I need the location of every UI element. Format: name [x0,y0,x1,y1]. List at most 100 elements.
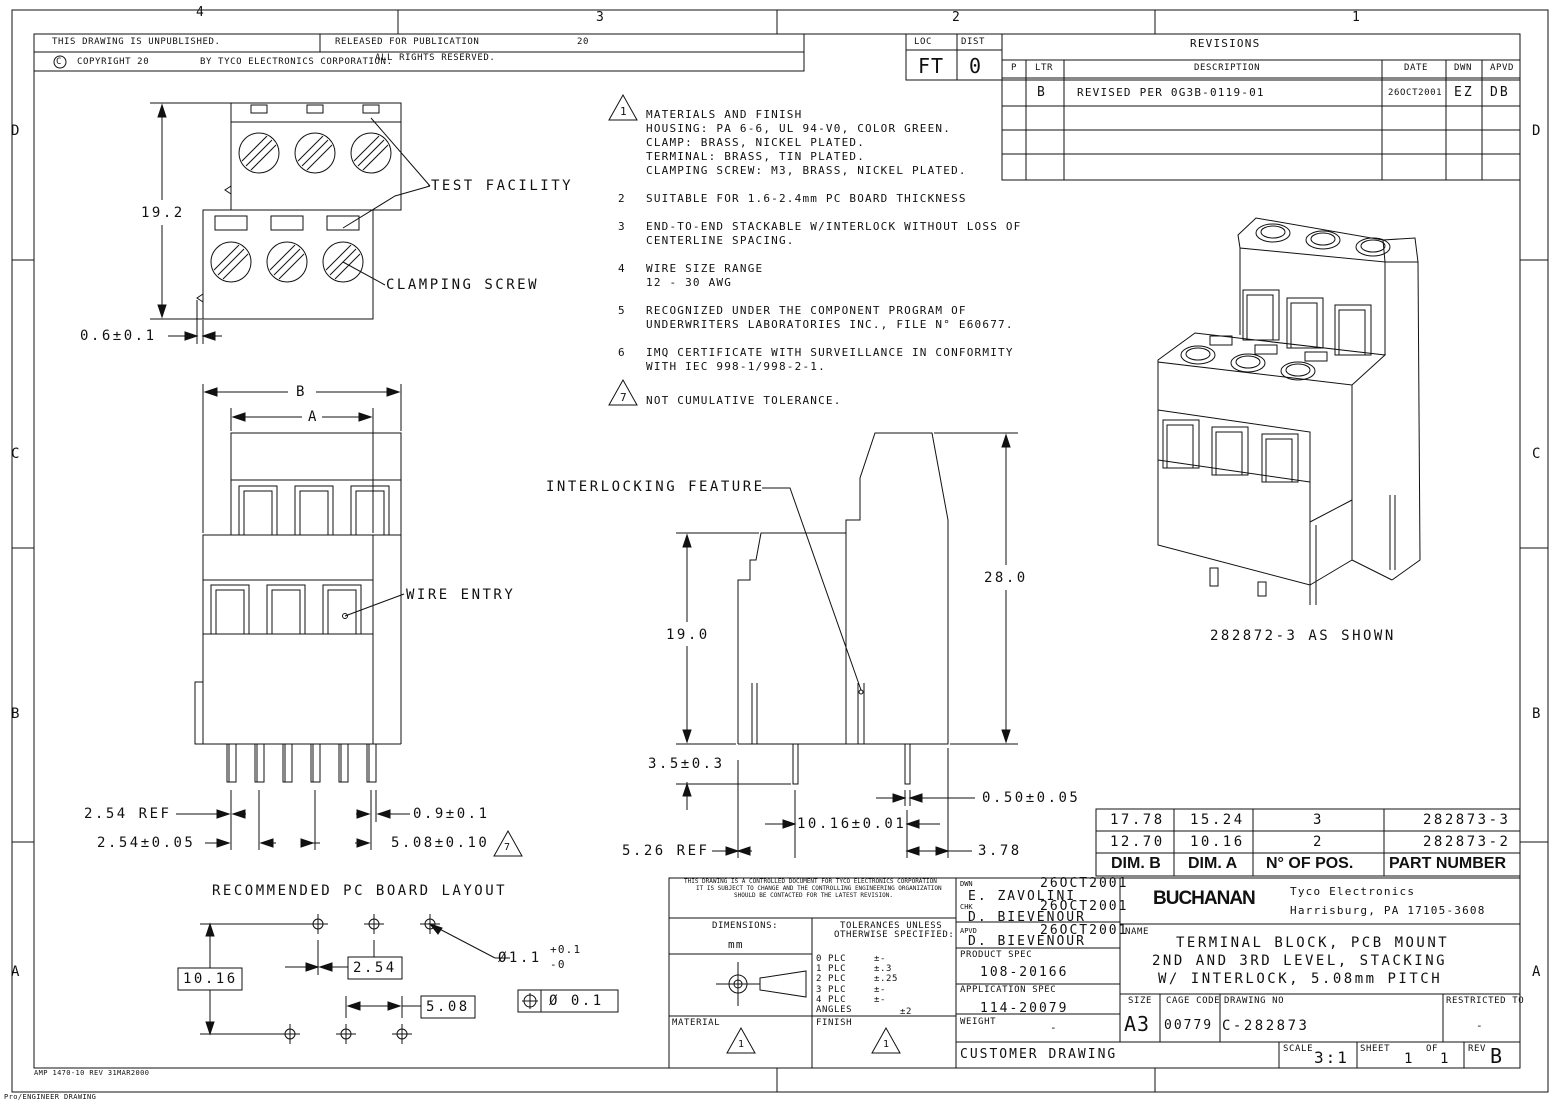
weight-label: WEIGHT [960,1017,997,1027]
pc-layout-title: RECOMMENDED PC BOARD LAYOUT [212,883,508,899]
row-3-part-number: 282873-3 [1423,812,1511,828]
zone-2: 2 [952,10,962,25]
drawing-no-label: DRAWING NO [1224,996,1285,1006]
header-dim-a: DIM. A [1188,855,1238,872]
row-2-positions: 2 [1313,834,1324,850]
tol-0-plc: 0 PLC [816,954,847,964]
zone-a-left: A [11,964,22,980]
control-note-2: IT IS SUBJECT TO CHANGE AND THE CONTROLL… [696,885,942,892]
tol-3-plc: 3 PLC [816,985,847,995]
zone-1: 1 [1352,10,1362,25]
revisions-title: REVISIONS [1190,37,1261,50]
rev-description: REVISED PER 0G3B-0119-01 [1077,86,1265,99]
dim-b-label: B [296,384,307,400]
test-facility-label: TEST FACILITY [431,178,574,194]
restricted-label: RESTRICTED TO [1446,996,1525,1006]
header-dim-b: DIM. B [1111,855,1161,872]
note-1-line-4: TERMINAL: BRASS, TIN PLATED. [646,150,866,163]
rights-note: ALL RIGHTS RESERVED. [375,53,496,63]
rev-col-dwn: DWN [1454,63,1473,73]
dimensions-unit: mm [728,938,744,951]
interlocking-feature-label: INTERLOCKING FEATURE [546,479,765,495]
tol-4-val: ±- [874,995,887,1005]
note-2-number: 2 [618,192,626,205]
dim-3-5: 3.5±0.3 [648,756,725,772]
wire-entry-label: WIRE ENTRY [406,587,516,603]
copyright-note: COPYRIGHT 20 [77,57,150,67]
dim-10-16: 10.16±0.01 [797,816,907,832]
rev-ltr: B [1037,85,1047,100]
tol-4-plc: 4 PLC [816,995,847,1005]
dist-label: DIST [961,37,986,47]
row-2-part-number: 282873-2 [1423,834,1511,850]
note-1-line-5: CLAMPING SCREW: M3, BRASS, NICKEL PLATED… [646,164,967,177]
header-positions: N° OF POS. [1266,855,1354,872]
tolerances-label-1: TOLERANCES UNLESS [840,921,943,931]
application-spec: 114-20079 [980,1001,1069,1016]
of-value: 1 [1440,1051,1451,1067]
dim-a-label: A [308,409,319,425]
cage-code: 00779 [1164,1018,1214,1033]
chk-label: CHK [960,903,973,911]
tol-2-val: ±.25 [874,974,899,984]
note-5-number: 5 [618,304,626,317]
note-7-line-1: NOT CUMULATIVE TOLERANCE. [646,394,842,407]
of-label: OF [1426,1044,1439,1054]
note-5-line-1: RECOGNIZED UNDER THE COMPONENT PROGRAM O… [646,304,967,317]
dwn-label: DWN [960,880,973,888]
form-number: AMP 1470-10 REV 31MAR2000 [34,1069,150,1077]
zone-a-right: A [1532,964,1543,980]
sheet-label: SHEET [1360,1044,1391,1054]
note-7-flag: 7 [504,842,512,853]
tol-0-val: ±- [874,954,887,964]
clamping-screw-label: CLAMPING SCREW [386,277,540,293]
dim-28-0: 28.0 [984,570,1028,586]
note-1-line-1: MATERIALS AND FINISH [646,108,803,121]
dwn-name: E. ZAVOLINI [968,889,1077,904]
weight-value: - [1050,1021,1058,1034]
release-year: 20 [577,37,590,47]
note-5-line-2: UNDERWRITERS LABORATORIES INC., FILE N° … [646,318,1014,331]
control-note-1: THIS DRAWING IS A CONTROLLED DOCUMENT FO… [684,878,937,885]
tol-2-plc: 2 PLC [816,974,847,984]
dim-5-08-box: 5.08 [426,999,470,1015]
row-3-dim-a: 15.24 [1190,812,1245,828]
rev-col-apvd: APVD [1490,63,1515,73]
dim-19-2: 19.2 [141,205,185,221]
name-label: NAME [1125,927,1150,937]
note-2-line-1: SUITABLE FOR 1.6-2.4mm PC BOARD THICKNES… [646,192,967,205]
rev-col-ltr: LTR [1035,63,1054,73]
zone-3: 3 [596,10,606,25]
product-spec: 108-20166 [980,965,1069,980]
hole-tol-plus: +0.1 [550,943,582,956]
note-7-number: 7 [620,391,628,404]
apvd-label: APVD [960,927,977,935]
rev-date: 26OCT2001 [1388,88,1443,98]
front-view [176,384,523,857]
note-1-line-2: HOUSING: PA 6-6, UL 94-V0, COLOR GREEN. [646,122,952,135]
tol-3-val: ±- [874,985,887,995]
pc-board-layout [177,914,619,1044]
zone-c-right: C [1532,446,1543,462]
dim-0-50: 0.50±0.05 [982,790,1081,806]
dim-pin-width: 0.9±0.1 [413,806,490,822]
brand-logo: BUCHANAN [1153,888,1256,909]
note-4-number: 4 [618,262,626,275]
customer-drawing: CUSTOMER DRAWING [960,1047,1118,1062]
rev-col-description: DESCRIPTION [1194,63,1261,73]
title-line-3: W/ INTERLOCK, 5.08mm PITCH [1158,971,1443,987]
dim-2-54-tol: 2.54±0.05 [97,835,196,851]
isometric-view [1157,217,1421,605]
zone-b-right: B [1532,706,1543,722]
note-3-line-2: CENTERLINE SPACING. [646,234,795,247]
apvd-date: 26OCT2001 [1040,923,1129,938]
note-1-line-3: CLAMP: BRASS, NICKEL PLATED. [646,136,866,149]
rev-value: B [1490,1044,1504,1068]
dim-2-54-box: 2.54 [353,960,397,976]
dim-10-16-box: 10.16 [183,971,238,987]
chk-name: D. BIEVENOUR [968,910,1086,925]
part-table-lines [1095,808,1521,877]
dist-value: 0 [969,54,983,78]
